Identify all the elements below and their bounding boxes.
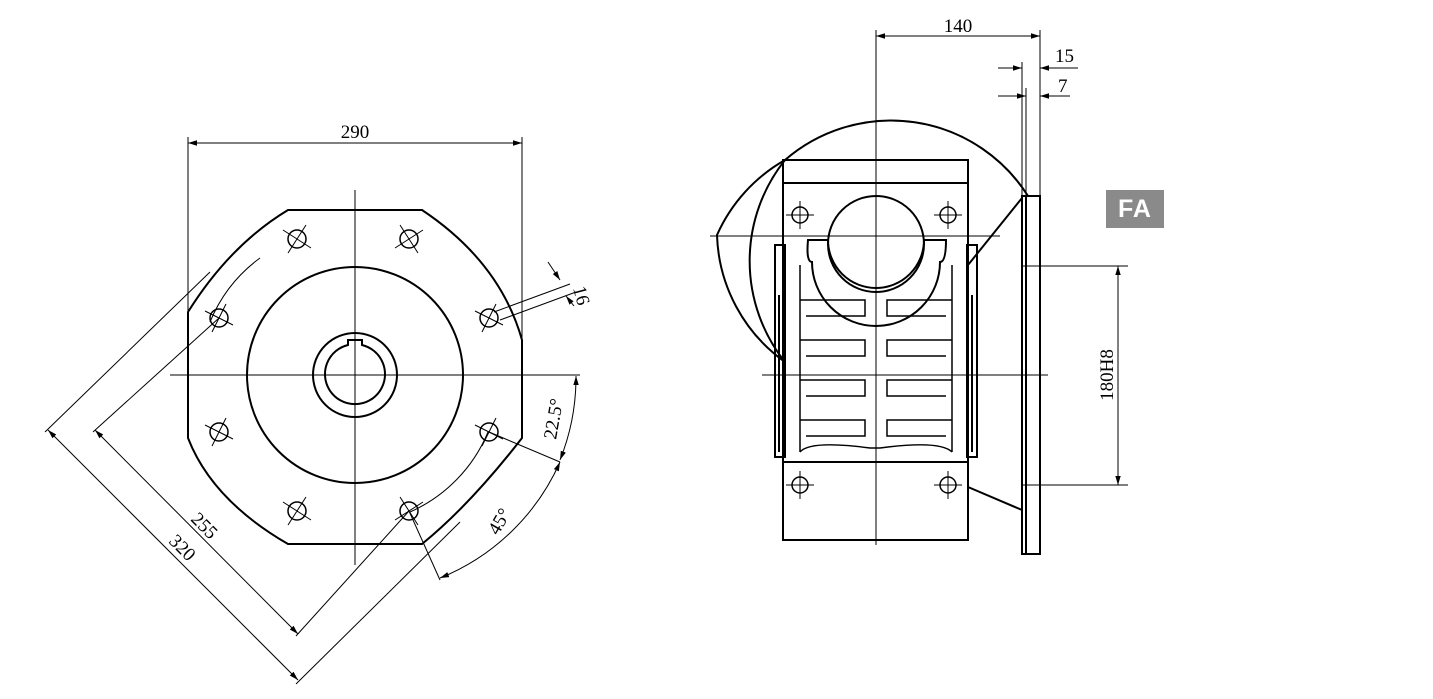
angle-arc-45 — [439, 461, 561, 579]
dim-label-180h8: 180H8 — [1097, 349, 1118, 401]
output-flange-plate — [1021, 195, 1041, 555]
dim-label-7: 7 — [1058, 76, 1068, 97]
dim-label-22-5: 22.5° — [540, 397, 568, 441]
side-view: 140 15 7 180H8 — [710, 16, 1128, 555]
body-mounting-holes — [786, 201, 962, 499]
pitch-circle-arc — [209, 257, 261, 323]
pitch-circle-arc-2 — [409, 431, 489, 513]
front-view: 290 16 22.5° 45° 255 320 — [44, 122, 593, 685]
gear-ribs — [799, 265, 953, 453]
bolt-hole — [399, 501, 419, 521]
left-rib — [774, 244, 786, 458]
shaft-bore-outer — [312, 332, 398, 418]
dim-label-15: 15 — [1055, 46, 1074, 67]
bolt-hole — [479, 308, 499, 328]
dim-label-16: 16 — [568, 284, 593, 308]
dim-label-255: 255 — [186, 509, 221, 544]
dim-line-320 — [47, 429, 299, 681]
wheel-housing-arc — [748, 119, 1029, 363]
angle-arc-22-5 — [559, 375, 579, 461]
fa-badge: FA — [1106, 190, 1164, 228]
bolt-hole — [287, 229, 307, 249]
bolt-hole — [209, 308, 229, 328]
bolt-hole — [399, 229, 419, 249]
dim-label-45: 45° — [484, 505, 515, 539]
output-flange-cone — [967, 197, 1023, 511]
flange-outline — [187, 209, 523, 545]
bolt-hole — [479, 422, 499, 442]
shaft-bore-keyway — [324, 339, 386, 406]
dim-label-290: 290 — [341, 122, 370, 143]
inner-spigot-circle — [246, 266, 464, 484]
dim-label-140: 140 — [944, 16, 973, 37]
dim-label-320: 320 — [164, 531, 199, 566]
right-rib — [966, 244, 978, 458]
